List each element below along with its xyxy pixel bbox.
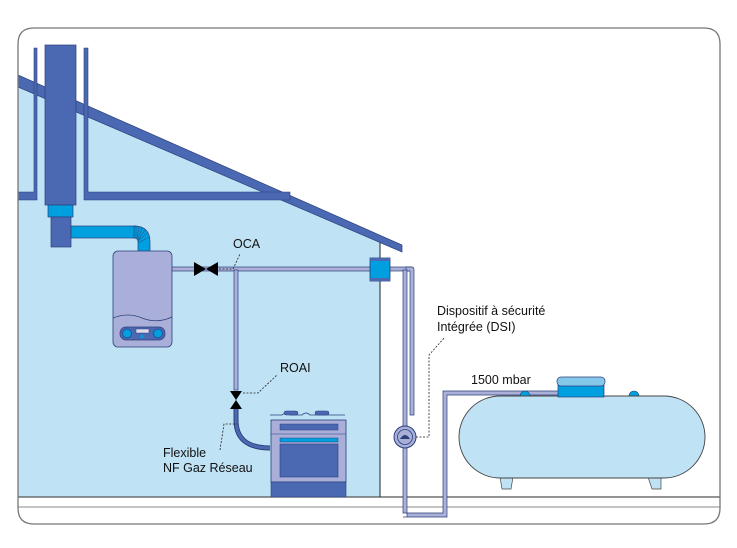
flexible-leader [219,423,237,451]
oca-leader [219,253,241,270]
chimney-stub [50,216,72,248]
wall-boiler [112,250,173,348]
roof [18,74,403,253]
dsi-label-line1: Dispositif à sécurité [437,304,545,318]
pipe-underground [402,390,591,518]
dsi-leader [416,336,446,438]
chimney [44,44,77,206]
tank-dome [556,376,606,398]
attic-wall-left [18,47,38,201]
chimney-collar [47,204,74,218]
house-interior [18,80,380,497]
gas-cooker [270,410,347,498]
roai-leader [243,374,278,394]
oca-valve [194,262,218,276]
flue-elbow-ribs [135,226,150,244]
flexible-hose-inner [234,409,271,450]
dsi-regulator [393,425,417,449]
wall-meter-box [369,257,391,282]
attic-wall-right [83,47,291,201]
pipe-cooker-drop [233,269,239,391]
roai-valve [230,391,242,409]
propane-tank [458,390,706,490]
flexible-label-line2: NF Gaz Réseau [163,461,253,475]
pressure-label: 1500 mbar [471,373,531,387]
roai-label: ROAI [280,361,311,375]
scene: OCA ROAI Flexible NF Gaz Réseau [18,44,720,518]
pipe-riser [402,269,408,431]
oca-label: OCA [233,237,261,251]
dsi-label-line2: Intégrée (DSI) [437,320,516,334]
diagram-frame [17,27,721,525]
flexible-label-line1: Flexible [163,446,206,460]
pipe-outdoor [405,266,415,416]
flue-duct [70,225,137,239]
